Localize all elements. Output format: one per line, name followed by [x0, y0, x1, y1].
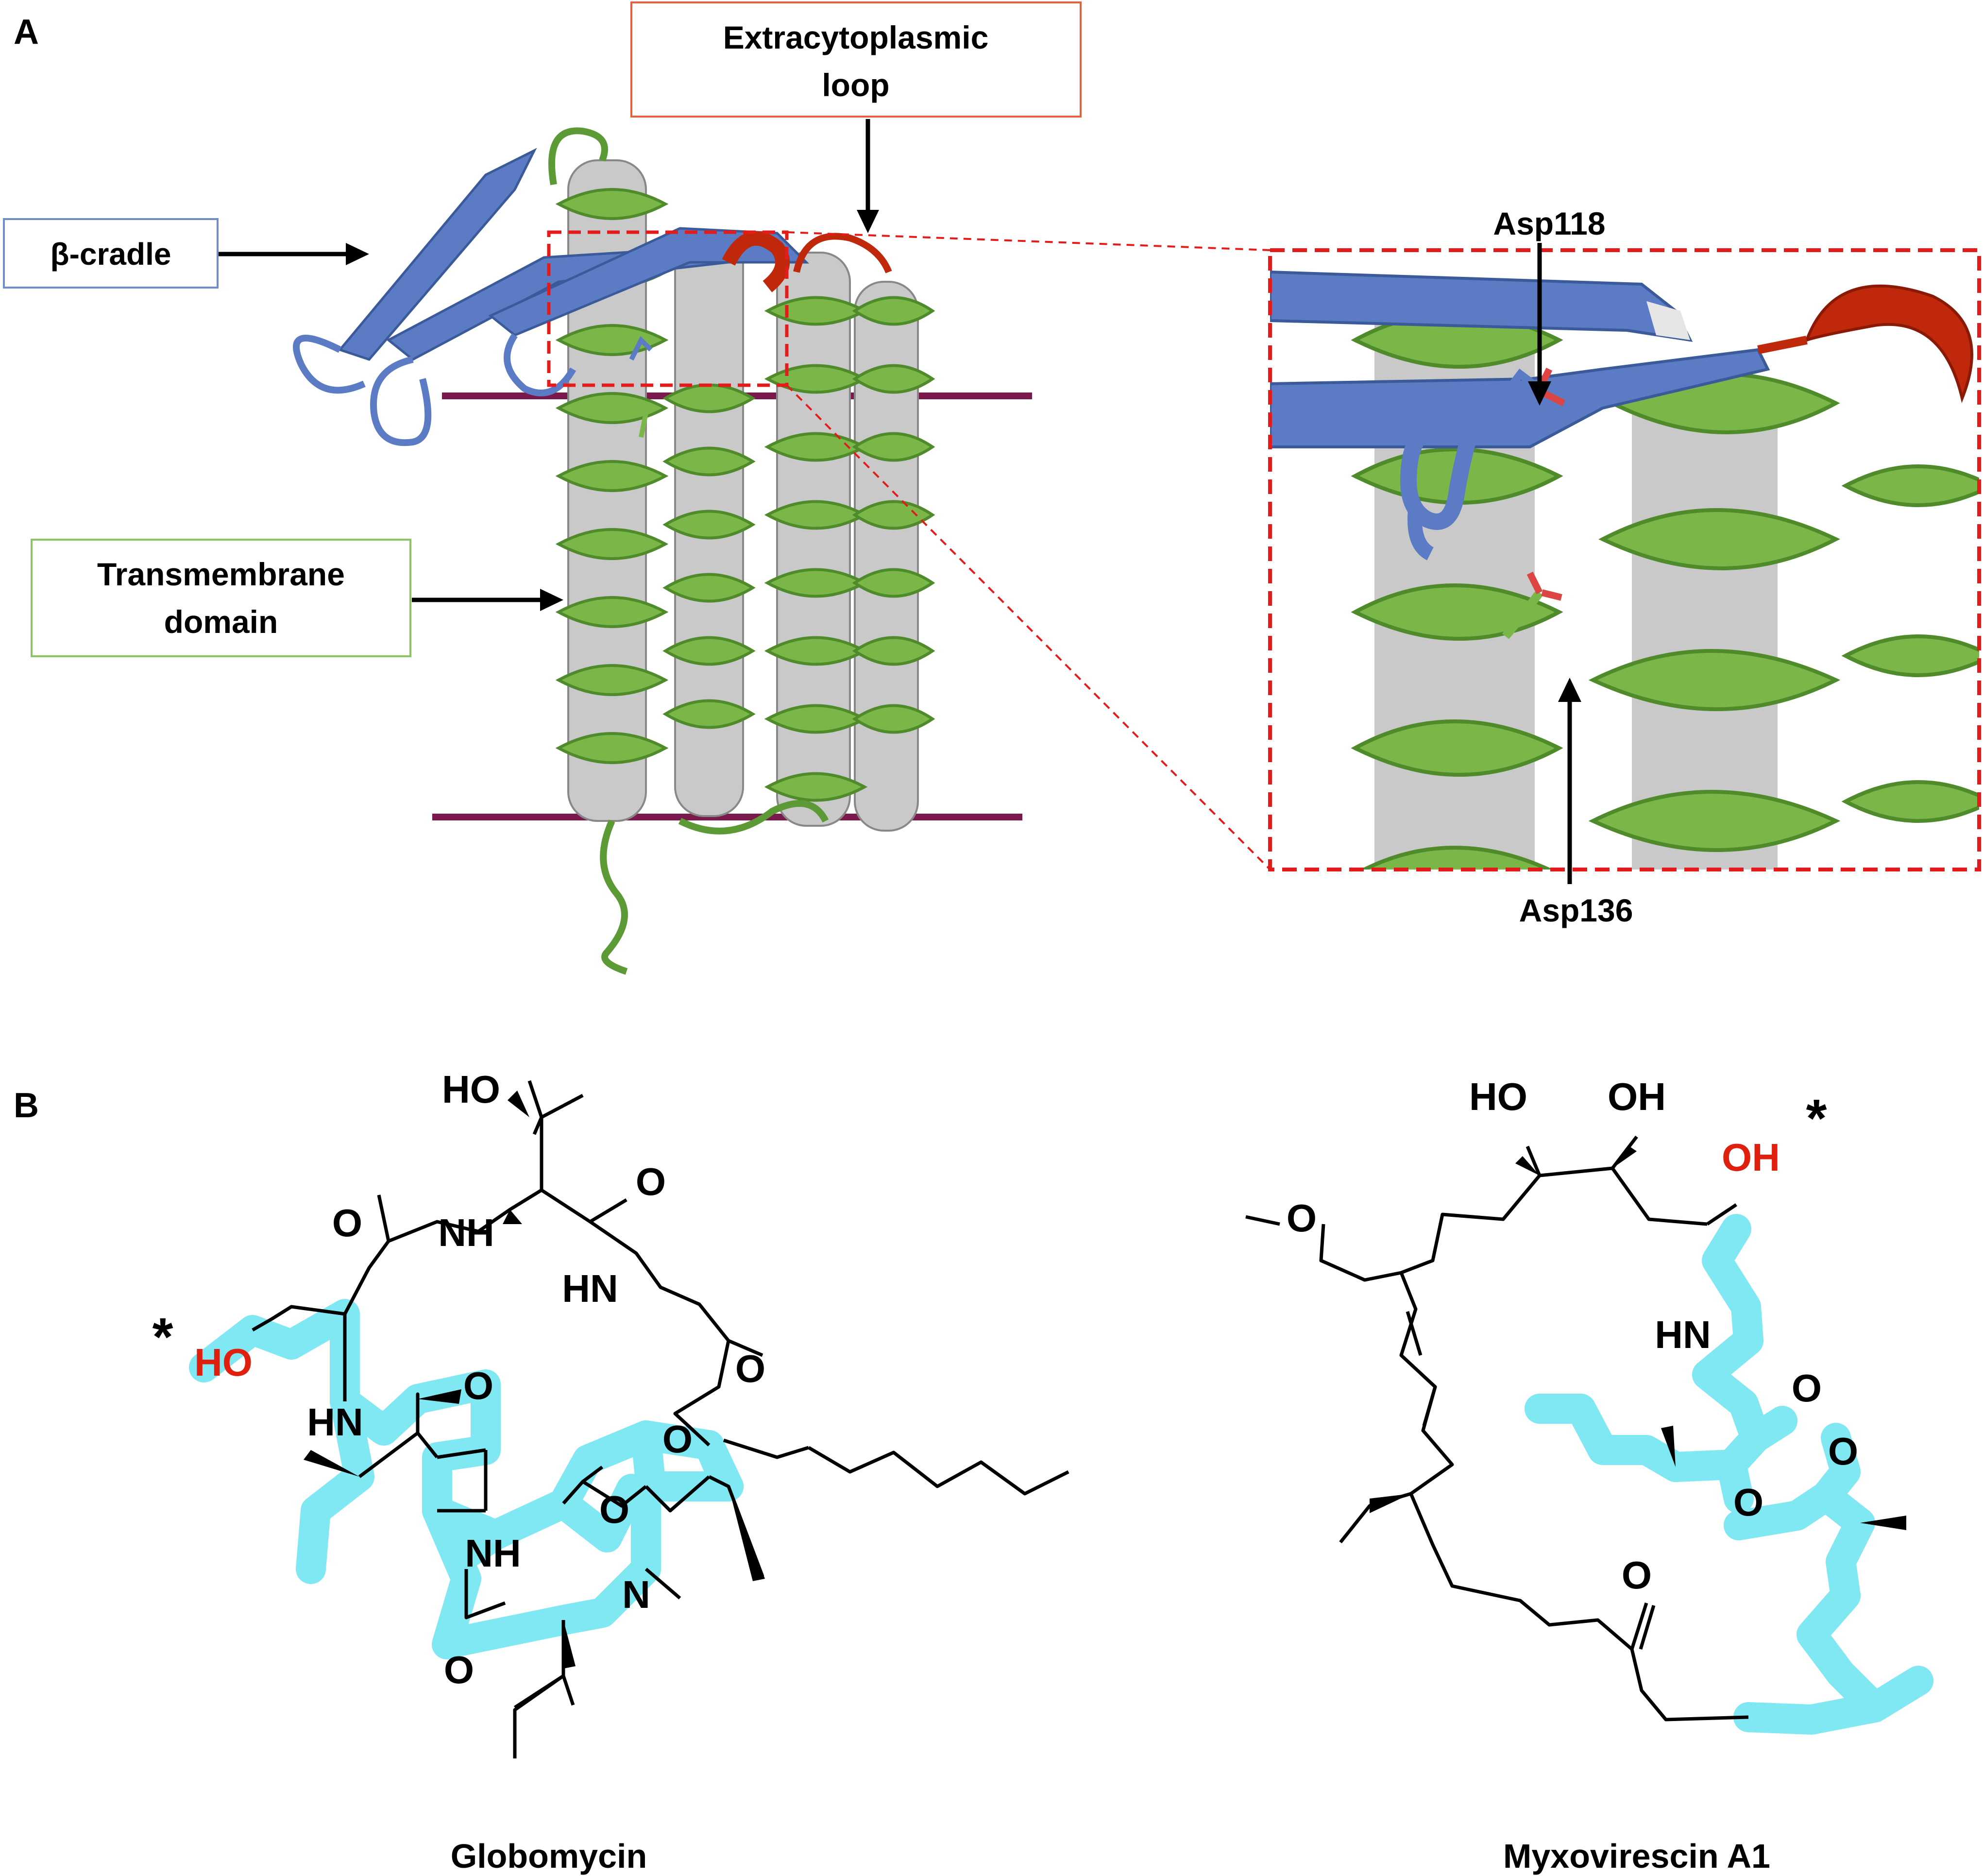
globomycin-atom-nh1: NH — [438, 1211, 494, 1254]
tm-callout-line1: Transmembrane — [97, 556, 345, 592]
globomycin-atom-o2: O — [636, 1160, 666, 1203]
myxo-wedge-5 — [1661, 1426, 1676, 1467]
myxo-wedge-4 — [1860, 1516, 1906, 1530]
myxo-atom-o-methoxy: O — [1287, 1196, 1317, 1240]
myxovirescin-structure: HO OH O HN O O O O OH * Myxovirescin A1 — [1245, 1075, 1933, 1875]
globomycin-wedge-5 — [563, 1620, 576, 1669]
extracytoplasmic-loop-coil — [793, 233, 892, 273]
side-chain-green — [639, 406, 657, 438]
globomycin-wedge-4 — [418, 1389, 461, 1404]
myxo-atom-o-ester: O — [1733, 1481, 1763, 1524]
asp118-arrowhead — [1528, 381, 1551, 406]
loop-callout-line1: Extracytoplasmic — [723, 19, 989, 55]
globomycin-atom-o-ester: O — [735, 1347, 765, 1390]
tm-callout-box — [31, 539, 411, 657]
globomycin-structure: HO O NH O HN O O HN O NH O N O HO * Glob… — [153, 1068, 1069, 1875]
zoom-region-box — [547, 230, 789, 387]
globomycin-wedge-3 — [304, 1450, 359, 1477]
beta-cradle-arrowhead — [346, 243, 369, 265]
loop-callout-line2: loop — [822, 67, 889, 103]
beta-loop-bottom — [370, 356, 432, 446]
top-coil — [548, 127, 608, 186]
globomycin-wedge-1 — [508, 1091, 529, 1117]
myxovirescin-highlight — [1525, 1214, 1933, 1735]
asp136-arrowhead — [1558, 678, 1581, 702]
myxo-wedge-3 — [1370, 1494, 1411, 1513]
myxo-atom-oh: OH — [1608, 1075, 1666, 1118]
globomycin-atom-n-me: N — [622, 1573, 650, 1616]
myxovirescin-bonds — [1245, 1135, 1749, 1722]
myxovirescin-name: Myxovirescin A1 — [1503, 1837, 1770, 1875]
zoom-panel — [1268, 248, 1981, 871]
beta-cradle-callout-label: β-cradle — [51, 237, 171, 272]
side-chains — [629, 336, 653, 361]
myxo-atom-o-amide: O — [1792, 1366, 1822, 1410]
zoom-connector-bottom — [786, 384, 1271, 870]
globomycin-atom-hn1: HN — [562, 1267, 618, 1310]
extracytoplasmic-loop-ribbon — [722, 231, 790, 292]
globomycin-atom-o3: O — [463, 1364, 493, 1407]
c-terminal-coil — [600, 819, 628, 975]
loop-arrowhead — [857, 210, 879, 233]
myxo-atom-hn: HN — [1655, 1313, 1711, 1356]
myxo-wedge-1 — [1515, 1156, 1540, 1176]
asp118-label: Asp118 — [1493, 205, 1605, 241]
globomycin-atom-o4: O — [599, 1488, 629, 1531]
beta-loop-left — [293, 335, 366, 394]
tm-arrowhead — [540, 589, 563, 611]
globomycin-name: Globomycin — [451, 1837, 647, 1875]
beta-loop-mid — [504, 333, 576, 396]
globomycin-atom-ho-red: HO — [194, 1341, 253, 1384]
myxo-atom-o-carbonyl: O — [1828, 1430, 1858, 1473]
myxo-atom-o-ketone: O — [1622, 1553, 1652, 1597]
bottom-coil — [678, 800, 829, 835]
zoom-panel-border — [1268, 248, 1981, 871]
globomycin-wedge-6 — [729, 1486, 765, 1581]
globomycin-atom-o5: O — [444, 1648, 474, 1691]
globomycin-atom-nh2: NH — [465, 1532, 521, 1575]
myxo-atom-oh-red: OH — [1722, 1136, 1780, 1179]
globomycin-atom-o-ring: O — [662, 1417, 693, 1461]
myxovirescin-asterisk: * — [1806, 1089, 1827, 1148]
panel-a-label: A — [14, 13, 39, 51]
myxo-atom-ho: HO — [1469, 1075, 1527, 1118]
tm-callout-line2: domain — [164, 604, 278, 640]
globomycin-atom-o1: O — [332, 1201, 362, 1245]
globomycin-asterisk: * — [153, 1307, 173, 1367]
myxo-wedge-2 — [1612, 1146, 1637, 1168]
beta-cradle-callout-box — [3, 218, 219, 289]
panel-b-label: B — [14, 1086, 39, 1125]
asp136-label: Asp136 — [1519, 892, 1633, 928]
protein-structure — [293, 127, 935, 975]
loop-callout-box — [630, 1, 1082, 118]
globomycin-wedge-2 — [503, 1210, 522, 1224]
globomycin-atom-hn2: HN — [307, 1400, 363, 1444]
globomycin-atom-ho-top: HO — [442, 1068, 500, 1111]
